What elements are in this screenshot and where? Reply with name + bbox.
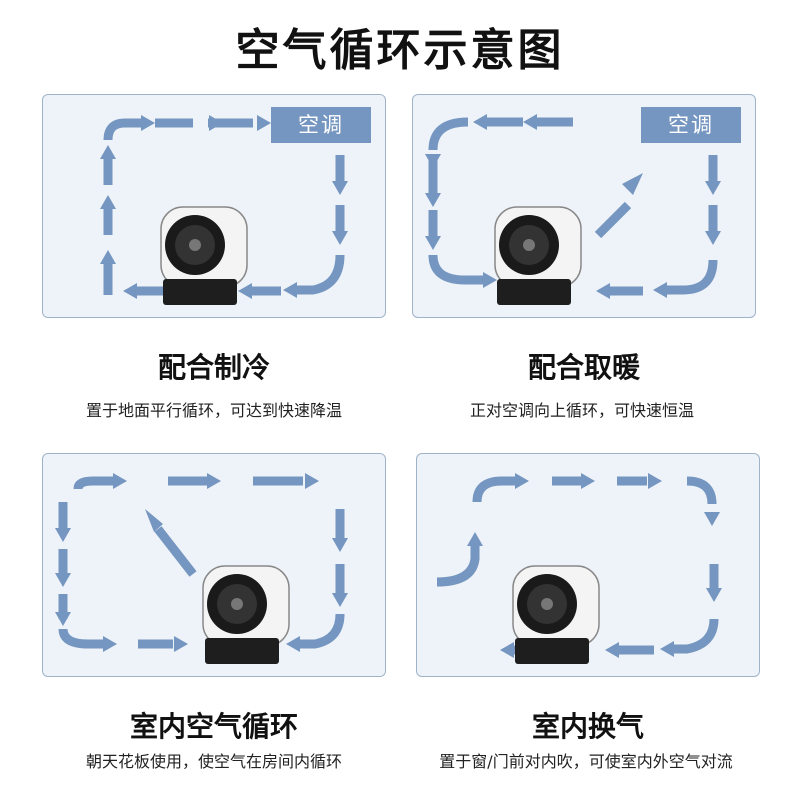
- arrowhead: [473, 114, 487, 130]
- airflow-arrows: [55, 473, 348, 664]
- arrowhead: [286, 636, 300, 652]
- arrowhead: [55, 612, 71, 626]
- arrowhead: [55, 528, 71, 542]
- airflow-arrows: [425, 114, 721, 305]
- arrowhead: [100, 250, 116, 264]
- arrowhead: [523, 114, 537, 130]
- airflow-arrow: [663, 155, 718, 295]
- airflow-arrow: [293, 155, 345, 295]
- airflow-arrow: [298, 509, 345, 649]
- arrowhead: [332, 538, 348, 552]
- arrowhead: [100, 145, 116, 159]
- panel-heading: 室内空气循环: [129, 710, 298, 743]
- fan-device: [512, 565, 600, 664]
- arrowhead: [103, 636, 117, 652]
- fan-device: [160, 206, 248, 305]
- arrowhead: [123, 283, 137, 299]
- panel-description: 置于窗/门前对内吹，可使室内外空气对流: [439, 752, 733, 771]
- arrowhead: [425, 236, 441, 250]
- panel-heading: 配合制冷: [157, 351, 270, 384]
- arrowhead: [283, 282, 297, 298]
- arrowhead: [596, 283, 610, 299]
- panel-ventilation: [416, 453, 760, 677]
- arrowhead: [660, 641, 674, 657]
- airflow-arrow: [428, 117, 573, 151]
- arrowhead-group: [467, 473, 722, 658]
- arrowhead: [622, 173, 643, 195]
- airflow-arrow: [103, 118, 253, 141]
- airflow-arrow: [436, 544, 480, 587]
- fan-device: [494, 206, 582, 305]
- page-title: 空气循环示意图: [235, 25, 565, 76]
- arrowhead: [141, 115, 155, 131]
- airflow-arrow: [73, 476, 303, 490]
- arrowhead-group: [55, 473, 348, 652]
- arrowhead: [209, 115, 223, 131]
- airflow-arrows: [100, 115, 348, 305]
- arrowhead: [581, 473, 595, 489]
- arrowhead: [706, 588, 722, 602]
- fan-device: [202, 565, 290, 664]
- arrowhead: [332, 181, 348, 195]
- arrowhead: [653, 282, 667, 298]
- airflow-arrow: [594, 201, 632, 239]
- ac-unit: 空调: [641, 107, 741, 143]
- panel-cooling: 空调: [42, 94, 386, 318]
- panel-description: 置于地面平行循环，可达到快速降温: [85, 401, 342, 420]
- arrowhead: [425, 154, 441, 168]
- airflow-arrows: [436, 473, 722, 664]
- arrowhead: [705, 231, 721, 245]
- arrow-group: [58, 476, 345, 649]
- arrowhead: [113, 473, 127, 489]
- arrowhead: [483, 272, 497, 288]
- panel-heating: 空调: [412, 94, 756, 318]
- panel-description: 正对空调向上循环，可快速恒温: [469, 401, 694, 420]
- airflow-arrow: [672, 564, 719, 654]
- ac-unit: 空调: [271, 107, 371, 143]
- arrowhead: [704, 512, 720, 526]
- arrowhead: [705, 181, 721, 195]
- arrowhead: [605, 642, 619, 658]
- airflow-arrow: [428, 160, 485, 285]
- arrowhead: [145, 509, 163, 532]
- panel-heading: 室内换气: [531, 710, 644, 743]
- airflow-arrow: [58, 502, 103, 649]
- airflow-arrow: [472, 476, 717, 505]
- arrowhead: [305, 473, 319, 489]
- arrowhead: [467, 532, 483, 546]
- arrowhead: [500, 642, 514, 658]
- arrowhead: [332, 231, 348, 245]
- arrowhead-group: [100, 115, 348, 299]
- airflow-arrow: [154, 526, 197, 577]
- arrowhead: [100, 195, 116, 209]
- arrowhead: [425, 193, 441, 207]
- arrowhead: [174, 636, 188, 652]
- arrowhead: [207, 473, 221, 489]
- arrowhead: [257, 115, 271, 131]
- arrowhead-group: [425, 114, 721, 299]
- arrowhead: [332, 593, 348, 607]
- arrowhead: [515, 473, 529, 489]
- arrowhead: [648, 473, 662, 489]
- arrowhead: [238, 283, 252, 299]
- panel-heading: 配合取暖: [527, 351, 640, 384]
- arrowhead: [55, 573, 71, 587]
- panel-indoor-circulation: [42, 453, 386, 677]
- panel-description: 朝天花板使用，使空气在房间内循环: [85, 752, 342, 771]
